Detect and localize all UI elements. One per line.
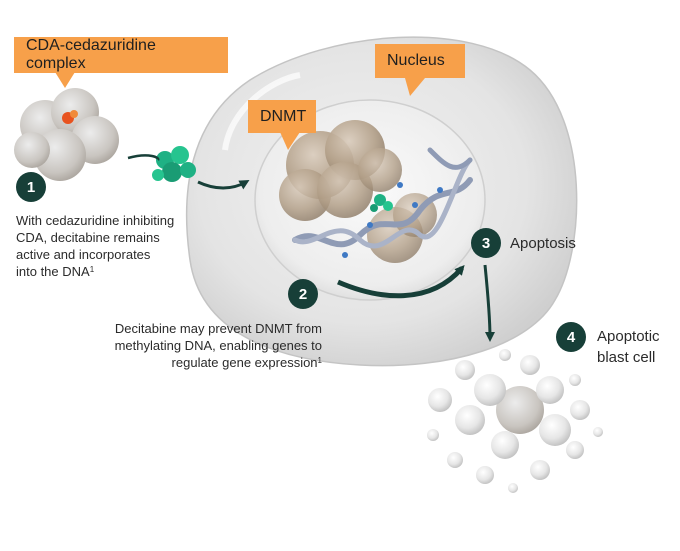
step-1-text: With cedazuridine inhibiting CDA, decita… [16, 212, 216, 280]
step-1-badge: 1 [16, 172, 46, 202]
nucleus-callout: Nucleus [375, 44, 465, 78]
arrow-to-nucleus [128, 155, 158, 160]
dnmt-callout: DNMT [248, 100, 316, 133]
apoptotic-blast-cell-label: Apoptotic blast cell [597, 326, 660, 368]
step-4-badge: 4 [556, 322, 586, 352]
apoptotic-blast-cell [427, 349, 603, 493]
complex-callout: CDA-cedazuridine complex [14, 37, 228, 73]
complex-callout-pointer [55, 72, 75, 88]
step-2-text: Decitabine may prevent DNMT from methyla… [60, 320, 322, 371]
step-2-badge: 2 [288, 279, 318, 309]
apoptosis-label: Apoptosis [510, 233, 576, 254]
free-decitabine-molecule [152, 146, 196, 182]
step-3-badge: 3 [471, 228, 501, 258]
step-1-footnote: 1 [90, 265, 94, 274]
step-2-footnote: 1 [318, 356, 322, 365]
cda-cedazuridine-complex [14, 88, 119, 181]
